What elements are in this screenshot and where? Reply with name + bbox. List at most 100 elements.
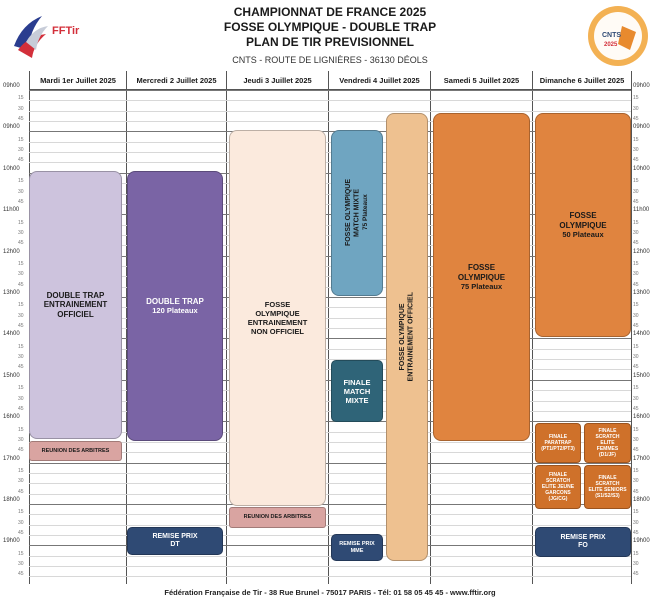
hour-label-right: 16h00 xyxy=(633,414,650,421)
column-line xyxy=(430,71,431,584)
event-text: REMISE PRIX xyxy=(339,540,375,547)
minute-label-right: 30 xyxy=(633,436,639,443)
event-text: 120 Plateaux xyxy=(152,306,198,316)
event-thu-referees-meeting: REUNION DES ARBITRES xyxy=(229,507,326,528)
minute-label-left: 30 xyxy=(18,312,24,319)
venue-address: CNTS - ROUTE DE LIGNIÈRES - 36130 DÉOLS xyxy=(232,55,428,65)
event-sun-prize-ceremony: REMISE PRIX FO xyxy=(535,527,631,557)
minute-label-right: 15 xyxy=(633,136,639,143)
hour-label-left: 18h00 xyxy=(3,497,20,503)
hour-line xyxy=(29,255,631,257)
minute-label-right: 45 xyxy=(633,240,639,247)
event-fri-fo-official-training: FOSSE OLYMPIQUE ENTRAINEMENT OFFICIEL xyxy=(386,113,428,561)
event-text: FOSSE xyxy=(467,262,496,272)
minute-label-right: 45 xyxy=(633,405,639,412)
quarter-line xyxy=(29,576,631,578)
quarter-line xyxy=(29,472,631,474)
minute-label-left: 15 xyxy=(18,95,24,102)
minute-label-right: 30 xyxy=(633,519,639,526)
minute-label-right: 30 xyxy=(633,105,639,112)
event-text: OFFICIEL xyxy=(57,309,94,319)
event-text: DOUBLE TRAP xyxy=(146,296,204,306)
page-plan-title: PLAN DE TIR PREVISIONNEL xyxy=(245,35,415,49)
minute-label-left: 30 xyxy=(18,561,24,568)
minute-label-right: 30 xyxy=(633,312,639,319)
minute-label-right: 15 xyxy=(633,385,639,392)
minute-label-left: 30 xyxy=(18,271,24,278)
quarter-line xyxy=(29,100,631,102)
column-line xyxy=(126,71,127,584)
minute-label-left: 45 xyxy=(18,364,24,371)
quarter-line xyxy=(29,203,631,205)
minute-label-right: 45 xyxy=(633,488,639,495)
event-text: FINALE xyxy=(343,377,371,387)
minute-label-right: 45 xyxy=(633,571,639,578)
quarter-line xyxy=(29,307,631,309)
hour-label-left: 13h00 xyxy=(3,290,20,296)
quarter-line xyxy=(29,162,631,164)
minute-label-left: 30 xyxy=(18,436,24,443)
page-header: FFTir CHAMPIONNAT DE FRANCE 2025 FOSSE O… xyxy=(0,0,660,70)
hour-line xyxy=(29,462,631,464)
column-line xyxy=(328,71,329,584)
quarter-line xyxy=(29,245,631,247)
hour-line xyxy=(29,379,631,381)
hour-label-right: 18h00 xyxy=(633,497,650,503)
minute-label-right: 30 xyxy=(633,395,639,402)
quarter-line xyxy=(29,286,631,288)
quarter-line xyxy=(29,441,631,443)
hour-line xyxy=(29,131,631,133)
column-line xyxy=(226,71,227,584)
event-text: ELITE SENIORS xyxy=(588,487,627,493)
hour-line xyxy=(29,421,631,423)
minute-label-right: 15 xyxy=(633,426,639,433)
minute-label-right: 45 xyxy=(633,447,639,454)
minute-label-left: 45 xyxy=(18,116,24,123)
minute-label-left: 45 xyxy=(18,488,24,495)
minute-label-left: 30 xyxy=(18,229,24,236)
hour-label-left: 09h00 xyxy=(3,83,20,89)
event-text: OLYMPIQUE xyxy=(457,272,506,282)
minute-label-right: 15 xyxy=(633,550,639,557)
page-title: CHAMPIONNAT DE FRANCE 2025 xyxy=(233,5,427,19)
page-subtitle: FOSSE OLYMPIQUE - DOUBLE TRAP xyxy=(223,20,437,34)
event-text: (JG/CG) xyxy=(548,496,568,502)
day-header-sunday: Dimanche 6 Juillet 2025 xyxy=(539,76,625,85)
quarter-line xyxy=(29,410,631,412)
minute-label-left: 30 xyxy=(18,478,24,485)
hour-label-right: 13h00 xyxy=(633,290,650,296)
event-text: FINALE xyxy=(548,434,568,440)
hour-label-right: 17h00 xyxy=(633,455,650,462)
event-thu-fo-training: FOSSE OLYMPIQUE ENTRAINEMENT NON OFFICIE… xyxy=(229,130,326,506)
fftir-logo: FFTir xyxy=(8,6,88,66)
event-text: MME xyxy=(350,547,364,554)
minute-label-left: 30 xyxy=(18,147,24,154)
minute-label-right: 15 xyxy=(633,178,639,185)
minute-label-right: 45 xyxy=(633,364,639,371)
hour-label-left: 15h00 xyxy=(3,372,20,379)
cnts-logo-text: CNTS xyxy=(602,32,621,39)
event-sun-final-seniors: FINALE SCRATCH ELITE SENIORS (S1/S2/S3) xyxy=(584,465,631,509)
minute-label-left: 30 xyxy=(18,519,24,526)
quarter-line xyxy=(29,566,631,568)
event-text: REMISE PRIX xyxy=(152,532,198,540)
hour-label-right: 09h00 xyxy=(633,124,650,131)
minute-label-right: 15 xyxy=(633,219,639,226)
minute-label-right: 15 xyxy=(633,302,639,309)
event-text: MATCH MIXTE xyxy=(353,188,361,238)
cnts-logo: CNTS 2025 xyxy=(584,4,652,68)
hour-line xyxy=(29,214,631,216)
event-text: ENTRAINEMENT OFFICIEL xyxy=(407,292,414,382)
quarter-line xyxy=(29,234,631,236)
minute-label-left: 15 xyxy=(18,178,24,185)
event-text: SCRATCH xyxy=(595,481,620,487)
quarter-line xyxy=(29,276,631,278)
quarter-line xyxy=(29,348,631,350)
minute-label-left: 45 xyxy=(18,157,24,164)
minute-label-left: 15 xyxy=(18,136,24,143)
hour-line xyxy=(29,297,631,298)
column-line xyxy=(532,71,533,584)
minute-label-right: 30 xyxy=(633,229,639,236)
hour-label-left: 14h00 xyxy=(3,331,20,338)
event-text: FINALE xyxy=(598,475,617,481)
